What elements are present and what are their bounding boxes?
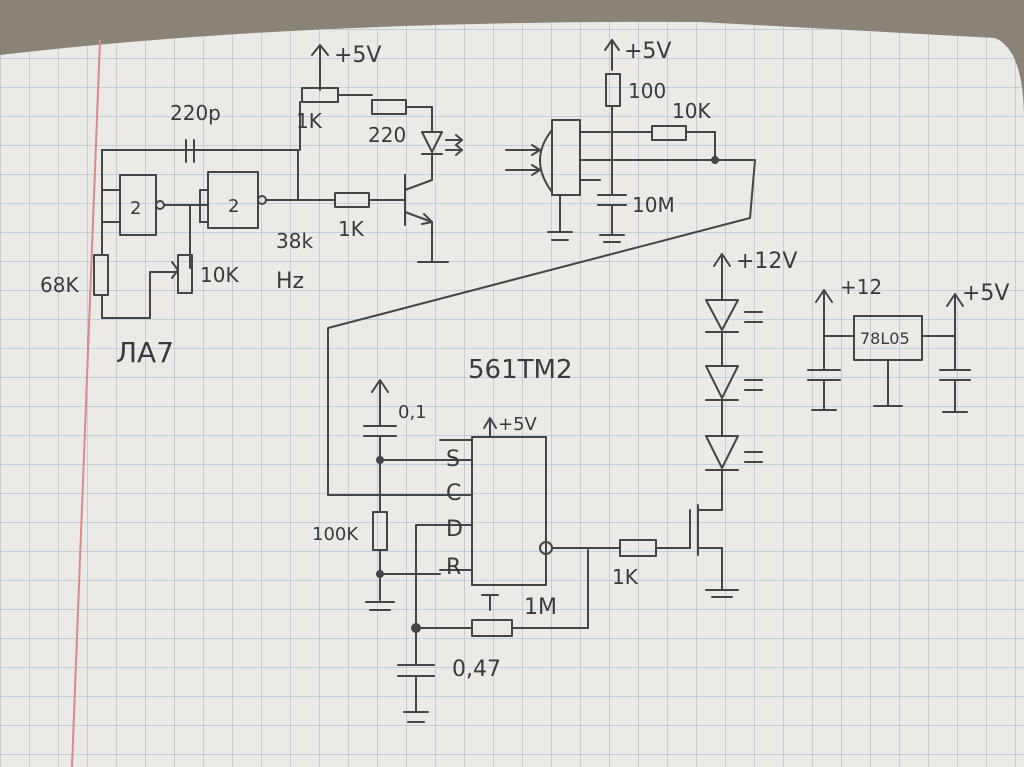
flipflop-section xyxy=(363,379,691,723)
detector-to-clock-wire xyxy=(327,159,756,496)
label-res-100: 100 xyxy=(628,79,666,103)
led-driver-section xyxy=(689,253,763,598)
label-res-10k-top: 10K xyxy=(672,99,711,123)
label-reg-in-12: +12 xyxy=(840,275,882,299)
label-pin-r: R xyxy=(446,555,461,580)
photodetector-section xyxy=(505,39,719,243)
label-supply-5v-a: +5V xyxy=(334,43,381,68)
label-pot-10k: 10K xyxy=(200,263,239,287)
label-cap-10m: 10M xyxy=(632,193,675,217)
led3-symbol xyxy=(705,435,739,469)
label-chip-la7: ЛА7 xyxy=(116,336,174,369)
label-pin-d: D xyxy=(446,517,463,542)
label-reg-out-5v: +5V xyxy=(962,281,1009,306)
label-res-100k: 100K xyxy=(312,524,359,545)
ir-emitter-section xyxy=(299,44,463,263)
label-hz: Hz xyxy=(276,269,304,294)
ir-led-symbol xyxy=(421,131,443,153)
led1-symbol xyxy=(705,299,739,331)
oscillator-section xyxy=(93,139,406,319)
label-cap-0-1: 0,1 xyxy=(398,402,427,423)
led2-symbol xyxy=(705,365,739,399)
label-res-1k-gate: 1K xyxy=(612,565,639,589)
label-cap-0-47: 0,47 xyxy=(452,657,501,682)
label-cap-220p: 220p xyxy=(170,101,221,125)
label-chip-561tm2: 561TM2 xyxy=(468,355,572,385)
notebook-page xyxy=(0,21,1024,767)
label-supply-12v: +12V xyxy=(736,249,797,274)
label-res-38k: 38k xyxy=(276,229,313,253)
label-regulator: 78L05 xyxy=(860,329,910,348)
page-margin-line xyxy=(71,39,101,767)
label-pot-1k: 1K xyxy=(296,109,323,133)
photo-receiver-symbol xyxy=(551,119,581,196)
label-supply-5v-ff: +5V xyxy=(498,414,538,435)
regulator-section xyxy=(807,289,971,413)
ink-drawing xyxy=(93,39,971,723)
label-gate1: 2 xyxy=(130,198,141,219)
label-supply-5v-b: +5V xyxy=(624,39,671,64)
label-res-220: 220 xyxy=(368,123,406,147)
label-res-1m: 1M xyxy=(524,595,557,620)
label-pin-c: C xyxy=(446,481,461,506)
labels: 220p +5V 1K 220 +5V 100 10K 2 2 38k Hz 1… xyxy=(40,39,1009,682)
label-pin-s: S xyxy=(446,447,460,472)
label-gate2: 2 xyxy=(228,196,239,217)
label-res-68k: 68K xyxy=(40,273,79,297)
potentiometer-10k-symbol xyxy=(177,254,193,294)
label-res-1k-base: 1K xyxy=(338,217,365,241)
